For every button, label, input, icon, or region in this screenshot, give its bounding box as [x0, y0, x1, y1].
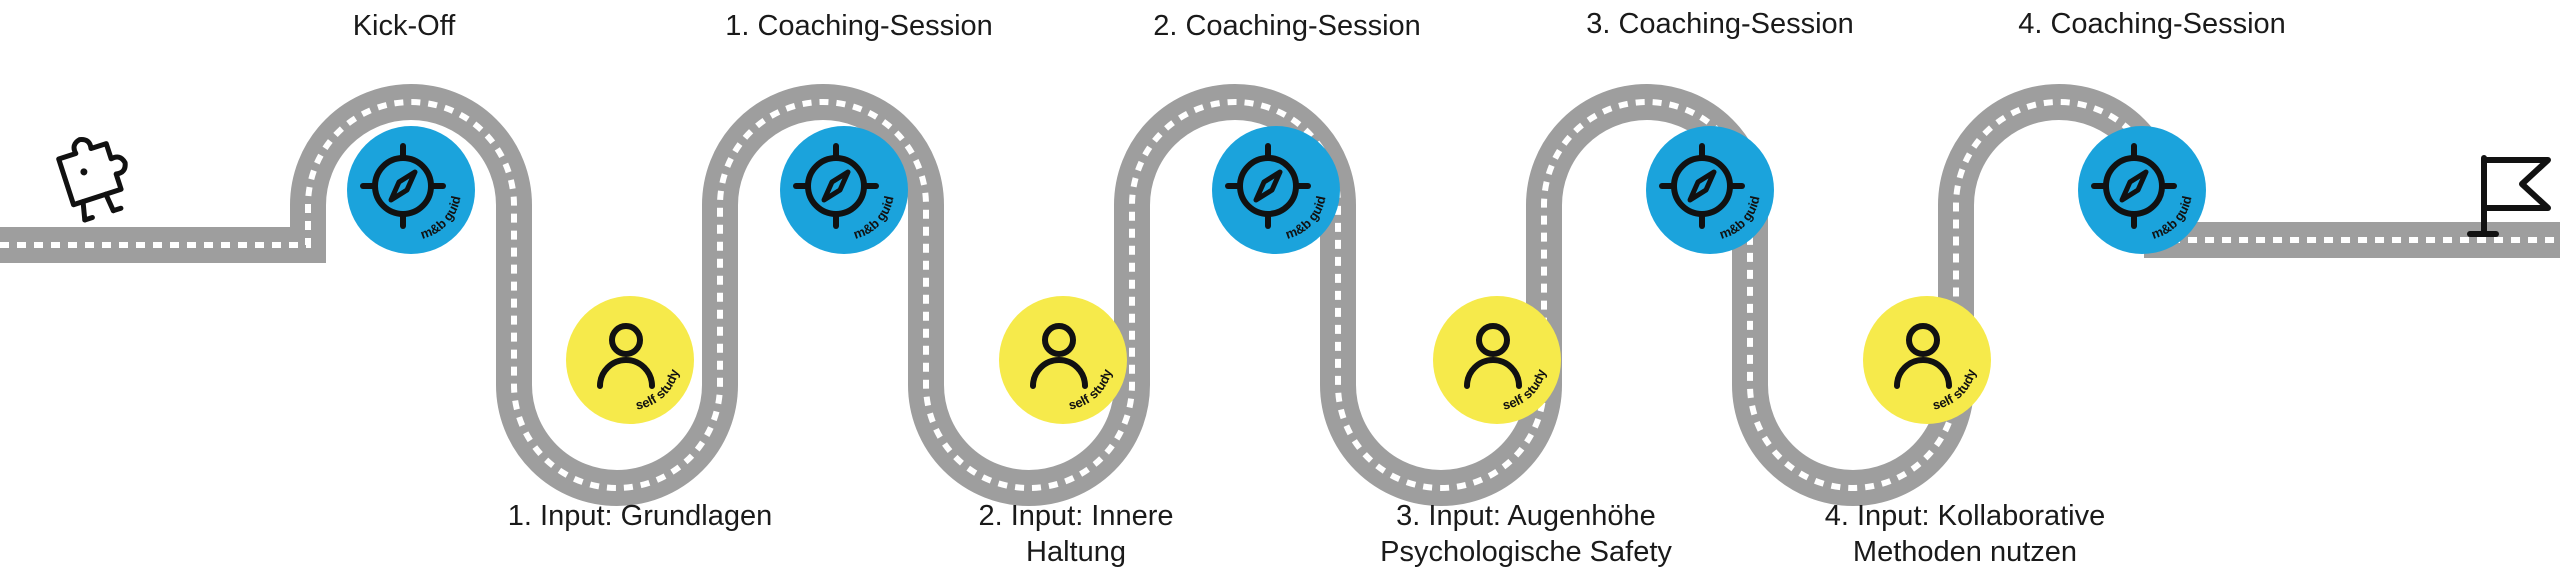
person-icon: [1464, 323, 1522, 389]
session-title-kickoff: Kick-Off: [352, 10, 456, 42]
compass-icon: [360, 143, 446, 229]
guidance-badge: [347, 126, 475, 254]
self-study-badge: [999, 296, 1127, 424]
input-label-2: 2. Input: Innere Haltung: [978, 500, 1174, 568]
person-icon: [1030, 323, 1088, 389]
road-center-dashes: [0, 99, 2560, 491]
self-study-badge: [1433, 296, 1561, 424]
compass-icon: [1659, 143, 1745, 229]
session-title-1: 1. Coaching-Session: [725, 10, 993, 42]
person-icon: [597, 323, 655, 389]
person-icon: [1894, 323, 1952, 389]
self-study-badge: [566, 296, 694, 424]
session-title-4: 4. Coaching-Session: [2018, 8, 2286, 40]
flag-icon: [2467, 155, 2551, 237]
guidance-badge: [1212, 126, 1340, 254]
input-label-1: 1. Input: Grundlagen: [507, 500, 773, 532]
guidance-badge: [2078, 126, 2206, 254]
input-label-3: 3. Input: Augenhöhe Psychologische Safet…: [1380, 500, 1672, 568]
puzzle-piece-character-icon: [56, 136, 128, 223]
session-title-3: 3. Coaching-Session: [1586, 8, 1854, 40]
input-label-4: 4. Input: Kollaborative Methoden nutzen: [1824, 500, 2106, 568]
session-title-2: 2. Coaching-Session: [1153, 10, 1421, 42]
guidance-badge: [780, 126, 908, 254]
guidance-badge: [1646, 126, 1774, 254]
compass-icon: [793, 143, 879, 229]
compass-icon: [2091, 143, 2177, 229]
self-study-badge: [1863, 296, 1991, 424]
compass-icon: [1225, 143, 1311, 229]
